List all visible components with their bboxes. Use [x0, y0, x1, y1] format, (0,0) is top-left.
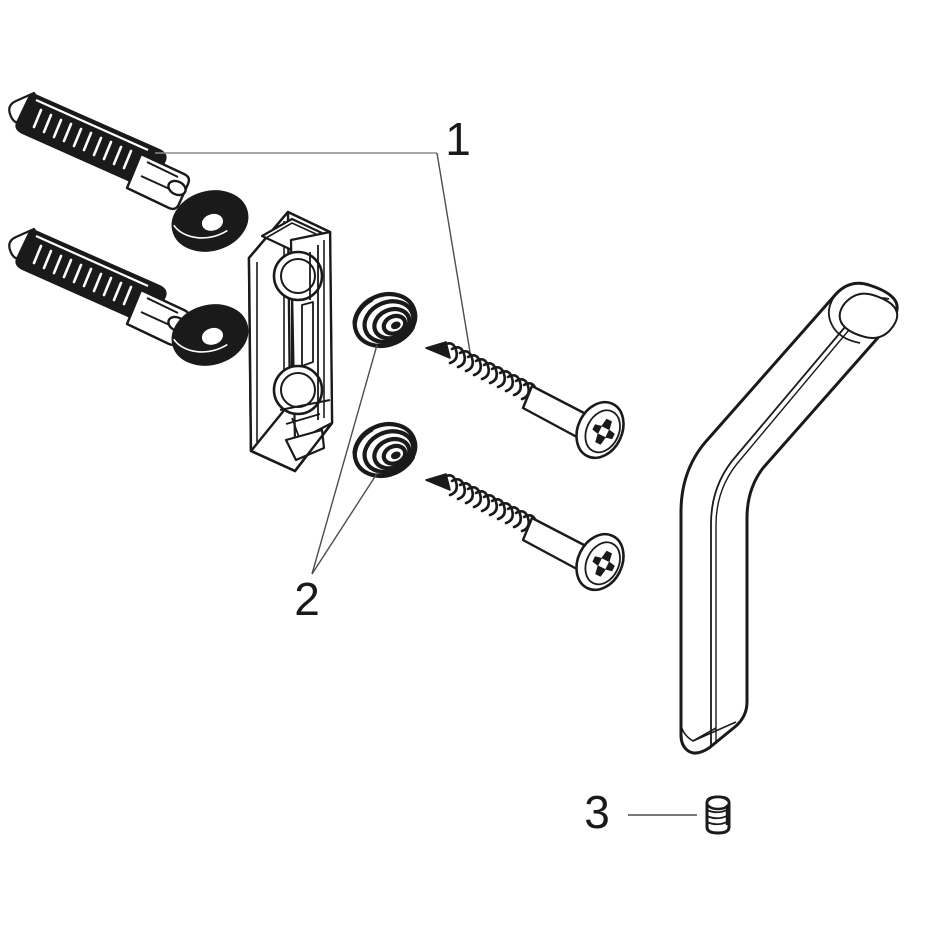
callout-label-3: 3: [584, 786, 610, 838]
set-screw: [705, 795, 731, 835]
callout-label-2: 2: [294, 573, 320, 625]
callout-label-1: 1: [445, 113, 471, 165]
hook-body: [679, 281, 899, 755]
leader-lines: [155, 152, 697, 816]
wall-mounting-bracket: [247, 210, 334, 473]
